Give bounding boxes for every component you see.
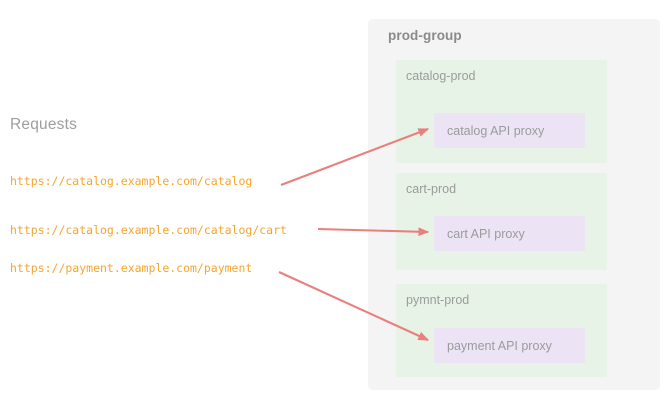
prod-group-title: prod-group [388,28,462,43]
subgroup-title-catalog-prod: catalog-prod [406,69,476,83]
prod-group-panel: prod-group catalog-prod catalog API prox… [368,19,660,390]
proxy-label-catalog-api-proxy: catalog API proxy [447,123,545,138]
proxy-label-payment-api-proxy: payment API proxy [447,338,552,353]
proxy-box-payment-api-proxy: payment API proxy [434,328,585,363]
subgroup-title-cart-prod: cart-prod [406,182,457,196]
request-url-payment: https://payment.example.com/payment [10,261,253,275]
subgroup-cart-prod: cart-prod cart API proxy [396,173,607,270]
subgroup-title-pymnt-prod: pymnt-prod [406,293,470,307]
proxy-box-cart-api-proxy: cart API proxy [434,216,585,251]
proxy-label-cart-api-proxy: cart API proxy [447,226,525,241]
requests-heading: Requests [10,116,78,133]
request-url-catalog: https://catalog.example.com/catalog [10,174,253,188]
request-url-cart: https://catalog.example.com/catalog/cart [10,223,287,237]
subgroup-catalog-prod: catalog-prod catalog API proxy [396,60,607,163]
proxy-box-catalog-api-proxy: catalog API proxy [434,113,585,148]
subgroup-pymnt-prod: pymnt-prod payment API proxy [396,284,607,377]
